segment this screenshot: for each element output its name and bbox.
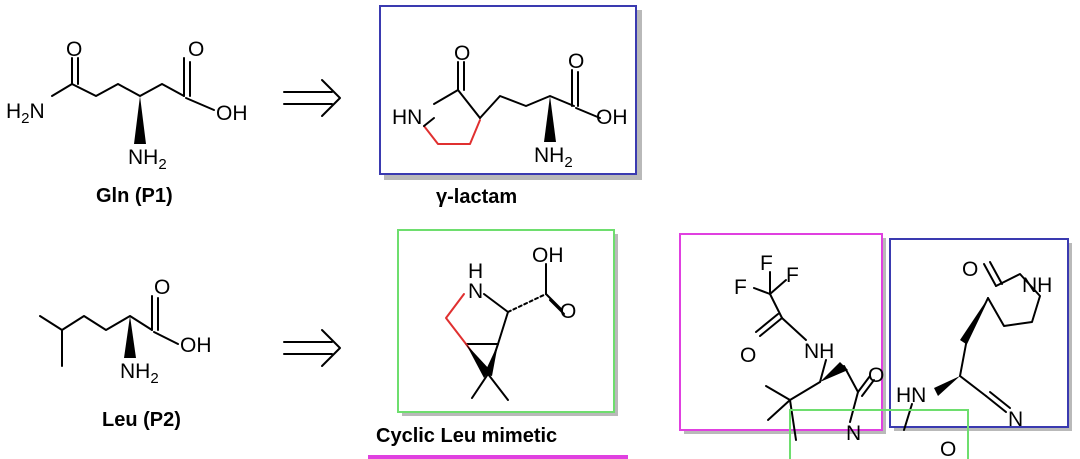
leu-amine: NH2 <box>120 360 159 387</box>
final-tfa-o: O <box>740 344 756 367</box>
final-co-o: O <box>868 364 884 387</box>
final-f2: F <box>734 276 747 299</box>
final-f1: F <box>760 252 773 275</box>
final-tfa-nh: NH <box>804 340 834 363</box>
lactam-amine: NH2 <box>534 144 573 171</box>
final-f3: F <box>786 264 799 287</box>
final-pro-n: N <box>846 422 861 445</box>
lactam-caption: γ-lactam <box>436 186 517 208</box>
cyclic-caption: Cyclic Leu mimetic <box>376 425 557 447</box>
retrosynthesis-arrow-bottom <box>283 329 341 367</box>
cyclic-ring-n: N <box>468 280 483 303</box>
final-lactam-nh: NH <box>1022 274 1052 297</box>
lactam-hn: HN <box>392 106 422 129</box>
lactam-p1-box <box>889 238 1069 428</box>
lower-magenta-box-edge <box>368 455 628 459</box>
final-pro-box <box>789 409 969 459</box>
final-lactam-o: O <box>962 258 978 281</box>
final-product-structure: F F F O NH O O NH HN N N O <box>734 252 1052 459</box>
lactam-box <box>379 5 637 175</box>
gln-amide-o: O <box>66 38 82 61</box>
gln-caption: Gln (P1) <box>96 185 173 207</box>
cyclic-acid-o: O <box>560 300 576 323</box>
retrosynthesis-arrow-top <box>283 79 341 117</box>
final-hn: HN <box>896 384 926 407</box>
gln-acid-o: O <box>188 38 204 61</box>
cyclic-ring-h: H <box>468 260 483 283</box>
gln-h2n: H2N <box>6 100 45 127</box>
lactam-acid-o: O <box>568 50 584 73</box>
tfa-box <box>679 233 883 431</box>
leu-acid-o: O <box>154 276 170 299</box>
final-pro-o: O <box>940 438 956 459</box>
gln-amine: NH2 <box>128 146 167 173</box>
gln-acid-oh: OH <box>216 102 248 125</box>
cyclic-leu-structure: H N OH O <box>445 244 576 401</box>
lactam-structure: HN O O OH NH2 <box>392 42 628 171</box>
final-nitrile-n: N <box>1008 408 1023 431</box>
leu-acid-oh: OH <box>180 334 212 357</box>
leu-caption: Leu (P2) <box>102 409 181 431</box>
lactam-acid-oh: OH <box>596 106 628 129</box>
gln-structure: H2N O O OH NH2 <box>6 38 248 173</box>
leu-structure: O OH NH2 <box>39 276 212 387</box>
lactam-ring-o: O <box>454 42 470 65</box>
cyclic-acid-oh: OH <box>532 244 564 267</box>
